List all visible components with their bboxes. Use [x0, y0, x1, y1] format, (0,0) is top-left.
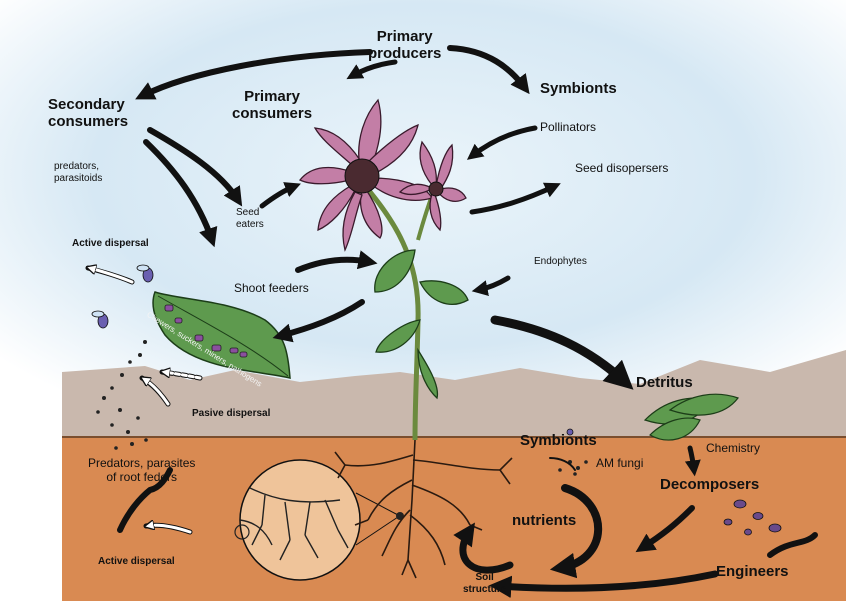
label-active-dispersal-top: Active dispersal	[72, 238, 149, 250]
label-shoot-feeders: Shoot feeders	[234, 282, 309, 296]
flower-center	[345, 159, 379, 193]
label-am-fungi: AM fungi	[596, 457, 643, 471]
label-predators-root-feeders: Predators, parasites of root feders	[88, 457, 195, 485]
label-secondary-consumers: Secondary consumers	[48, 96, 128, 131]
label-symbionts-soil: Symbionts	[520, 432, 597, 449]
label-chemistry: Chemistry	[706, 442, 760, 456]
label-primary-consumers: Primary consumers	[232, 88, 312, 123]
label-detritus: Detritus	[636, 374, 693, 391]
label-primary-producers: Primary producers	[368, 28, 441, 63]
label-decomposers: Decomposers	[660, 476, 759, 493]
label-active-dispersal-bottom: Active dispersal	[98, 556, 175, 568]
label-symbionts-top: Symbionts	[540, 80, 617, 97]
label-engineers: Engineers	[716, 563, 789, 580]
root-zoom-circle	[240, 460, 360, 580]
label-endophytes: Endophytes	[534, 256, 587, 268]
label-nutrients: nutrients	[512, 512, 576, 529]
label-seed-eaters: Seed eaters	[236, 207, 264, 230]
label-seed-dispersers: Seed disopersers	[575, 162, 668, 176]
label-pasive-dispersal: Pasive dispersal	[192, 408, 270, 420]
label-soil-structure: Soil structure	[463, 572, 506, 595]
label-predators-parasitoids: predators, parasitoids	[54, 161, 102, 184]
label-pollinators: Pollinators	[540, 121, 596, 135]
